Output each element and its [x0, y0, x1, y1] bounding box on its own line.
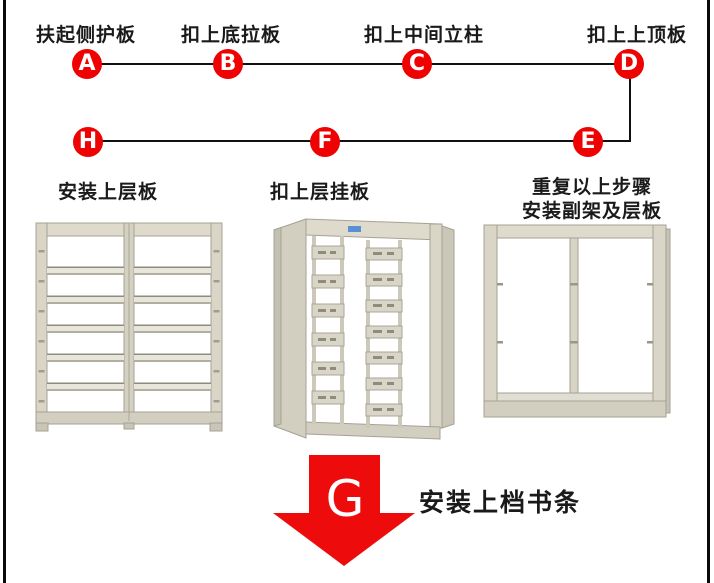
connector-line-vertical: [629, 63, 631, 142]
step-label-b: 扣上底拉板: [180, 25, 281, 46]
step-marker-c: C: [402, 49, 432, 79]
step-label-e-line1: 重复以上步骤: [531, 177, 652, 198]
step-marker-f: F: [310, 127, 340, 157]
step-label-g: 安装上档书条: [419, 489, 582, 517]
step-marker-d: D: [614, 49, 644, 79]
bookshelf-photo-bare-frame: [483, 224, 671, 418]
step-marker-g: G: [325, 470, 365, 528]
step-marker-h: H: [73, 127, 103, 157]
center-hanging-panel: [365, 240, 403, 428]
connector-line-top-row: [87, 63, 631, 65]
down-arrow-icon: [273, 455, 415, 566]
left-border-line: [3, 0, 6, 583]
step-label-f: 扣上层挂板: [269, 182, 370, 203]
step-label-c: 扣上中间立柱: [363, 25, 484, 46]
step-marker-b: B: [213, 49, 243, 79]
step-label-e-line2: 安装副架及层板: [521, 201, 662, 222]
frame-tick-marks: [497, 283, 653, 344]
step-marker-a: A: [72, 49, 102, 79]
bookshelf-photo-hanging-panels: [273, 218, 455, 440]
connector-line-bottom-row: [88, 140, 631, 142]
post-slots: [38, 250, 220, 403]
right-border-line: [707, 0, 710, 583]
step-label-a: 扶起侧护板: [35, 25, 136, 46]
left-hanging-panel: [311, 236, 345, 424]
step-label-d: 扣上上顶板: [586, 25, 687, 46]
bookshelf-photo-shelves-installed: [35, 222, 223, 432]
shelf-bars: [47, 266, 211, 391]
step-marker-e: E: [573, 127, 603, 157]
label-sticker: [348, 226, 361, 232]
step-label-h: 安装上层板: [57, 182, 158, 203]
